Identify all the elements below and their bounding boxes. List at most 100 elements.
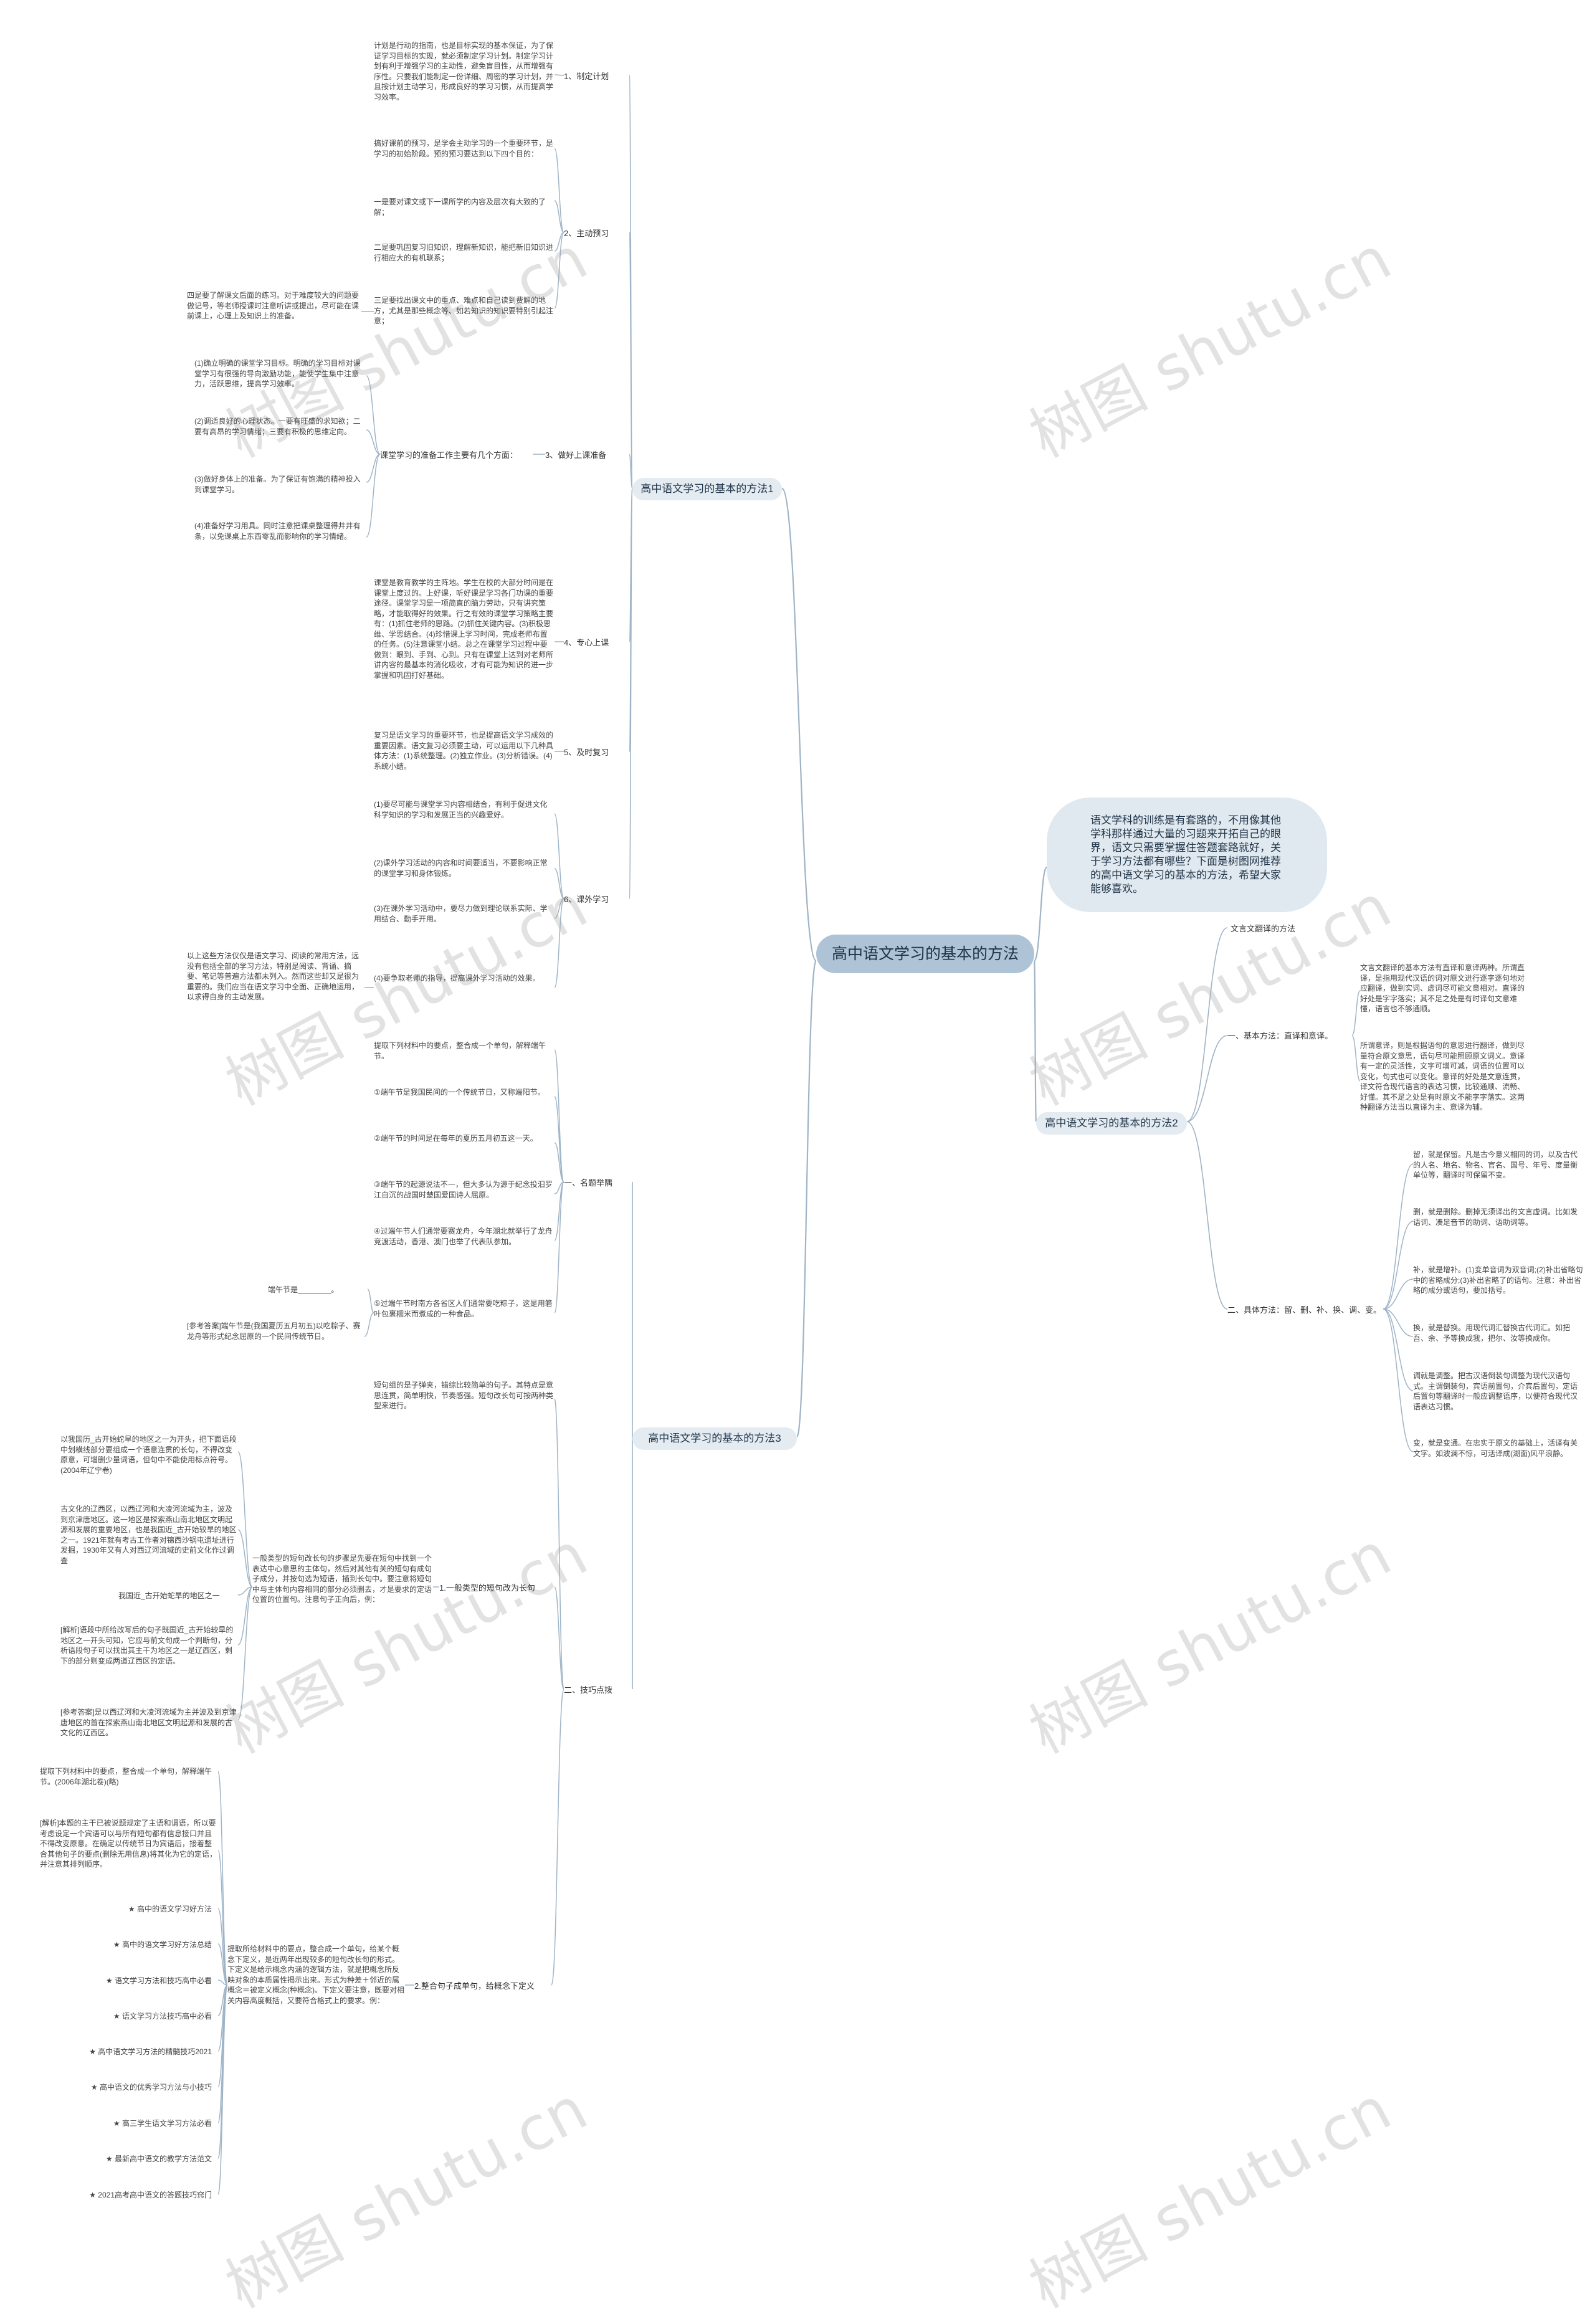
m3-t1-paragraph: 古文化的辽西区，以西辽河和大凌河流域为主，波及到京津唐地区。这一地区是探索燕山南… [60, 1505, 237, 1565]
connector-line [551, 1688, 564, 1986]
m3-s1-item-6: ⑤过端午节时南方各省区人们通常要吃粽子，这是用箬叶包裹糯米而煮成的一种食品。 [374, 1299, 553, 1318]
m2-s2-title[interactable]: 二、具体方法：留、删、补、换、调、变。 [1227, 1305, 1382, 1315]
m2-s1-item-1: 文言文翻译的基本方法有直译和意译两种。所谓直译，是指用现代汉语的词对原文进行逐字… [1360, 963, 1525, 1013]
connector-line [217, 1984, 228, 2195]
branch-method-2[interactable]: 高中语文学习的基本的方法2 [1036, 1112, 1187, 1135]
connector-line [629, 488, 633, 899]
m1-s5-text: 复习是语文学习的重要环节，也是提高语文学习成效的重要因素。语文复习必须要主动，可… [374, 731, 554, 771]
connector-line [554, 813, 564, 899]
m2-top-label: 文言文翻译的方法 [1231, 924, 1296, 933]
connector-line [237, 1451, 253, 1588]
connector-line [554, 898, 564, 919]
m3-t2-analysis: [解析]本题的主干已被说题规定了主语和谓语，所以要考虑设定一个宾语可以与所有短句… [40, 1819, 217, 1869]
intro-bubble[interactable]: 语文学科的训练是有套路的，不用像其他学科那样通过大量的习题来开拓自己的眼界，语文… [1047, 798, 1327, 912]
m2-s2-item-5: 调就是调整。把古汉语倒装句调整为现代汉语句式。主谓倒装句，宾语前置句，介宾后置句… [1413, 1371, 1578, 1411]
m1-s6-title[interactable]: 6、课外学习 [564, 895, 609, 904]
m3-s1-title[interactable]: 一、名题举隅 [564, 1178, 613, 1188]
m1-s5-title[interactable]: 5、及时复习 [564, 748, 609, 757]
m1-s3-item-1: (1)确立明确的课堂学习目标。明确的学习目标对课堂学习有很强的导向激励功能，能使… [194, 359, 361, 388]
related-link[interactable]: ★ 高中的语文学习好方法 [128, 1905, 212, 1913]
central-topic[interactable]: 高中语文学习的基本的方法 [816, 935, 1034, 973]
m3-s1-item-5: ④过端午节人们通常要赛龙舟，今年湖北就举行了龙舟竞渡活动，香港、澳门也举了代表队… [374, 1227, 553, 1246]
m1-s6-item-4: (4)要争取老师的指导，提高课外学习活动的效果。 [374, 974, 540, 983]
related-link[interactable]: ★ 语文学习方法和技巧高中必看 [105, 1976, 212, 1985]
m2-s1-item-2: 所谓意译，则是根据语句的意思进行翻译，做到尽量符合原文意思，语句尽可能照顾原文词… [1360, 1041, 1525, 1112]
related-link[interactable]: ★ 高三学生语文学习方法必看 [113, 2119, 212, 2128]
connector-line [554, 232, 564, 309]
m1-s1-title[interactable]: 1、制定计划 [564, 72, 609, 81]
connector-line [1383, 1308, 1414, 1452]
connector-line [1351, 1035, 1361, 1082]
connector-line [1383, 1221, 1414, 1310]
m1-s3-title[interactable]: 3、做好上课准备 [545, 450, 607, 460]
m1-s4-text: 课堂是教育教学的主阵地。学生在校的大部分时间是在课堂上度过的。上好课，听好课是学… [374, 578, 554, 680]
connector-line [554, 1586, 564, 1690]
related-link[interactable]: ★ 高中语文的优秀学习方法与小技巧 [90, 2083, 212, 2092]
m2-s2-item-1: 留，就是保留。凡是古今意义相同的词，以及古代的人名、地名、物名、官名、国号、年号… [1413, 1150, 1578, 1179]
connector-line [554, 868, 564, 899]
connector-line [366, 429, 381, 455]
connector-line [217, 1979, 228, 1986]
related-link[interactable]: ★ 2021高考高中语文的答题技巧窍门 [89, 2191, 212, 2199]
m2-s2-item-3: 补，就是增补。(1)变单音词为双音词;(2)补出省略句中的省略成分;(3)补出省… [1413, 1265, 1583, 1295]
m3-t1-blank: 我国近_古开始蛇旱的地区之一 [118, 1591, 220, 1600]
connector-line [237, 1586, 253, 1596]
connector-line [1033, 866, 1048, 962]
connector-line [781, 487, 817, 962]
connector-line [366, 454, 381, 483]
m3-s1-answer: [参考答案]端午节是(我国夏历五月初五)以吃粽子、赛龙舟等形式纪念屈原的一个民间… [187, 1322, 361, 1341]
m3-t2-title[interactable]: 2.整合句子成单句，给概念下定义 [414, 1981, 535, 1991]
branch-method-1[interactable]: 高中语文学习的基本的方法1 [632, 478, 782, 500]
m1-s6-side: 以上这些方法仅仅是语文学习、阅读的常用方法，远没有包括全部的学习方法，特别是阅读… [187, 951, 359, 1001]
m1-s2-title[interactable]: 2、主动预习 [564, 229, 609, 238]
connector-line [554, 200, 564, 233]
related-link[interactable]: ★ 高中语文学习方法的精髓技巧2021 [89, 2047, 212, 2056]
m3-t1-title[interactable]: 1.一般类型的短句改为长句 [439, 1583, 535, 1593]
connector-line [366, 454, 381, 538]
connector-line [364, 1312, 374, 1337]
m3-s2-title[interactable]: 二、技巧点拨 [564, 1685, 613, 1695]
connector-line [554, 1398, 564, 1690]
connector-line [629, 232, 633, 489]
m2-s1-title[interactable]: 一、基本方法：直译和意译。 [1227, 1031, 1333, 1041]
connector-line [1351, 990, 1361, 1036]
m3-s2-intro: 短句组的是子弹夹，错综比较简单的句子。其特点是意思连贯，简单明快，节奏感强。短句… [374, 1381, 554, 1410]
m3-s1-item-1: 提取下列材料中的要点，整合成一个单句，解释端午节。 [374, 1041, 546, 1060]
branch-method-3[interactable]: 高中语文学习的基本的方法3 [632, 1427, 797, 1450]
connector-line [1186, 927, 1228, 1122]
connector-line [1383, 1308, 1414, 1391]
mindmap-connectors [217, 74, 1414, 2195]
m3-t1-answer: [参考答案]是以西辽河和大凌河流域为主并波及到京津唐地区的首在探索燕山南北地区文… [60, 1708, 237, 1737]
m1-s2-text-3: 二是要巩固复习旧知识，理解新知识，能把新旧知识进行相应大的有机联系； [374, 243, 554, 262]
m1-s4-title[interactable]: 4、专心上课 [564, 638, 609, 647]
connector-line [1383, 1163, 1414, 1310]
m1-s3-item-4: (4)准备好学习用具。同时注意把课桌整理得井井有条，以免课桌上东西零乱而影响你的… [194, 521, 361, 541]
connector-line [554, 148, 564, 233]
connector-line [237, 1586, 253, 1720]
m1-s2-text-4: 三是要找出课文中的重点、难点和自己读到费解的地方，尤其是那些概念等、如若知识的知… [374, 296, 554, 325]
m1-s3-head: 课堂学习的准备工作主要有几个方面： [380, 450, 518, 460]
related-link[interactable]: ★ 语文学习方法技巧高中必看 [113, 2012, 212, 2021]
connector-line [629, 454, 633, 489]
m3-t1-example: 以我国历_古开始蛇旱的地区之一为开头，把下面语段中划横线部分要组成一个语意连贯的… [60, 1435, 237, 1475]
connector-line [1186, 1121, 1228, 1310]
related-link[interactable]: ★ 最新高中语文的教学方法范文 [105, 2155, 212, 2163]
m1-s2-text-5: 四是要了解课文后面的练习。对于难度较大的问题要做记号，等老师授课时注意听讲或提出… [187, 291, 359, 320]
connector-line [367, 1288, 374, 1313]
connector-line [554, 1142, 564, 1183]
m1-s6-item-2: (2)课外学习活动的内容和时间要适当，不要影响正常的课堂学习和身体锻炼。 [374, 859, 548, 878]
connector-line [1033, 960, 1037, 1123]
m3-t1-analysis: [解析]语段中所给改写后的句子既国近_古开始较旱的地区之一开头可知，它应与前文句… [60, 1626, 234, 1665]
m2-s2-item-6: 变，就是变通。在忠实于原文的基础上，活译有关文字。如波澜不惊，可活译成(湖面)风… [1413, 1439, 1578, 1458]
m1-s2-text-2: 一是要对课文或下一课所学的内容及层次有大致的了解； [374, 198, 546, 217]
connector-line [554, 898, 564, 988]
m3-t2-text: 提取所给材料中的要点，整合成一个单句，给某个概念下定义，是近两年出现较多的短句改… [227, 1945, 404, 2005]
m3-s1-item-4: ③端午节的起源说法不一，但大多认为源于纪念投汨罗江自沉的战国时楚国爱国诗人屈原。 [374, 1180, 553, 1199]
m1-s6-item-3: (3)在课外学习活动中，要尽力做到理论联系实际、学用结合、勤手开用。 [374, 904, 548, 923]
m1-s1-text: 计划是行动的指南，也是目标实现的基本保证，为了保证学习目标的实现，就必须制定学习… [374, 41, 554, 102]
m3-s1-item-3: ②端午节的时间是在每年的夏历五月初五这一天。 [374, 1134, 538, 1143]
connector-line [217, 1943, 228, 1986]
m3-s1-item-2: ①端午节是我国民间的一个传统节日，又称端阳节。 [374, 1088, 545, 1097]
connector-line [554, 1181, 564, 1313]
related-link[interactable]: ★ 高中的语文学习好方法总结 [113, 1940, 212, 1949]
